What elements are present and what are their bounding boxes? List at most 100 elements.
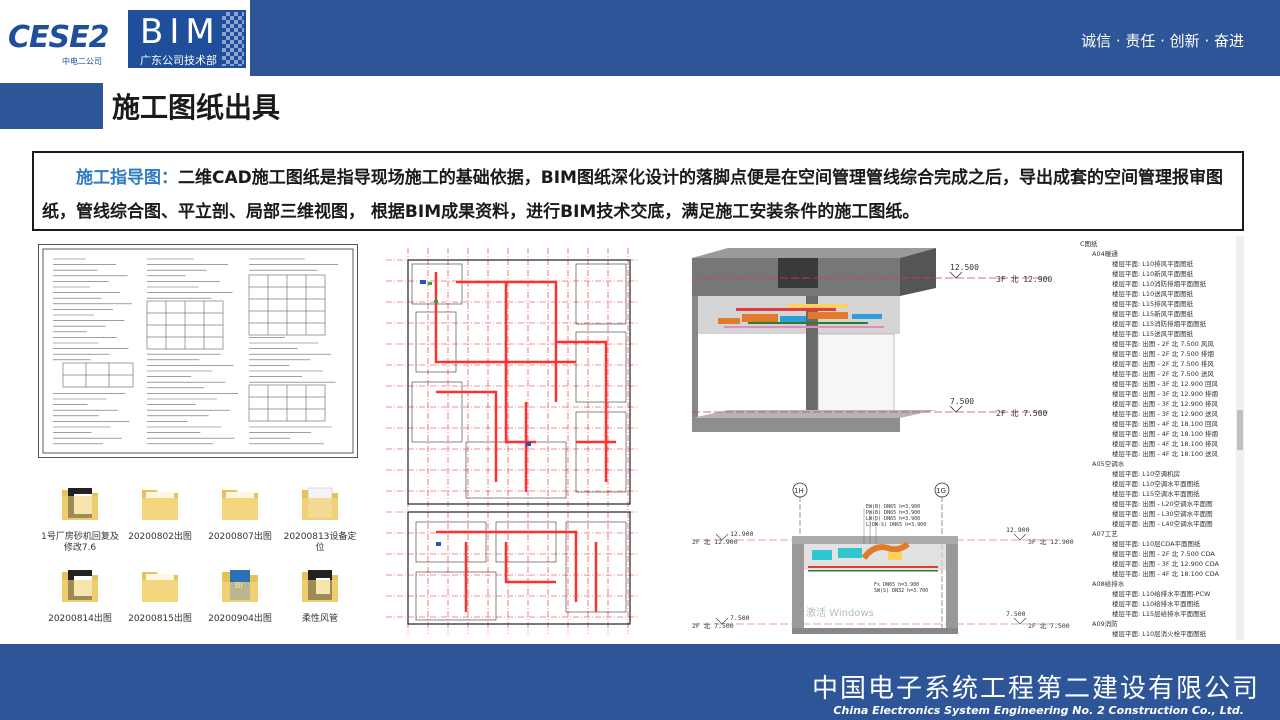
folder-document-icon bbox=[302, 487, 338, 520]
folder-label: 20200807出图 bbox=[208, 532, 272, 542]
tree-item[interactable]: 楼层平面: 出图 - 2F 北 7.500 排风 bbox=[1112, 360, 1214, 368]
tree-root[interactable]: C图纸 bbox=[1080, 240, 1098, 248]
tree-item[interactable]: 楼层平面: L10层CDA平面图纸 bbox=[1112, 540, 1201, 548]
tree-group[interactable]: A04暖通 bbox=[1092, 250, 1118, 258]
tree-item[interactable]: 楼层平面: 出图 - L20空调水平面图 bbox=[1112, 500, 1213, 508]
description-box: 施工指导图：二维CAD施工图纸是指导现场施工的基础依据，BIM图纸深化设计的落脚… bbox=[32, 151, 1244, 231]
svg-text:Fs DN65 h=3.900: Fs DN65 h=3.900 bbox=[874, 582, 919, 588]
folder-label: 20200813设备定位 bbox=[283, 532, 357, 553]
tree-item[interactable]: 楼层平面: 出图 - L30空调水平面图 bbox=[1112, 510, 1213, 518]
company-logo: CESE2 中电二公司 BIM 广东公司技术部 bbox=[0, 0, 250, 76]
folder-icon bbox=[142, 572, 178, 602]
folder-label: 柔性风管 bbox=[301, 614, 338, 624]
folder-item[interactable]: 20200813设备定位 bbox=[280, 478, 360, 554]
svg-text:EW(B) DN65 h=3.900: EW(B) DN65 h=3.900 bbox=[866, 504, 920, 510]
tree-item[interactable]: 楼层平面: L15新风平面图纸 bbox=[1112, 310, 1194, 318]
tree-item[interactable]: 楼层平面: 出图 - 2F 北 7.500 风风 bbox=[1112, 340, 1214, 348]
folder-item[interactable]: BI 20200904出图 bbox=[200, 560, 280, 636]
tree-item[interactable]: 楼层平面: L10空调机房 bbox=[1112, 470, 1181, 478]
tree-item[interactable]: 楼层平面: L10空调水平面图纸 bbox=[1112, 480, 1200, 488]
folder-item[interactable]: 20200814出图 bbox=[40, 560, 120, 636]
tree-group[interactable]: A05空调水 bbox=[1092, 460, 1125, 468]
tree-item[interactable]: 楼层平面: L15空调水平面图纸 bbox=[1112, 490, 1200, 498]
design-notes-graphic bbox=[42, 248, 354, 454]
description-body: 二维CAD施工图纸是指导现场施工的基础依据，BIM图纸深化设计的落脚点便是在空间… bbox=[42, 168, 1223, 222]
elev-right-bottom: 7.500 bbox=[1006, 610, 1026, 618]
section-level-bottom-1: 7.500 bbox=[950, 397, 974, 406]
folder-item[interactable]: 1号厂房砂机回复及修改7.6 bbox=[40, 478, 120, 554]
svg-text:SW(S) DN32 h=3.700: SW(S) DN32 h=3.700 bbox=[874, 588, 928, 594]
company-name-en: China Electronics System Engineering No.… bbox=[833, 704, 1244, 717]
tree-item[interactable]: 楼层平面: 出图 - 2F 北 7.500 排烟 bbox=[1112, 350, 1214, 358]
tree-item[interactable]: 楼层平面: L10给排水平面图-PCW bbox=[1112, 590, 1211, 598]
folder-item[interactable]: 20200807出图 bbox=[200, 478, 280, 554]
elev-right-top-b: 3F 北 12.900 bbox=[1028, 538, 1074, 546]
tree-item[interactable]: 楼层平面: L10给排水平面图纸 bbox=[1112, 600, 1200, 608]
tree-item[interactable]: 楼层平面: 出图 - 3F 北 12.900 回风 bbox=[1112, 380, 1219, 388]
folder-dark-icon bbox=[302, 570, 338, 602]
folder-icon bbox=[142, 490, 178, 520]
tree-item[interactable]: 楼层平面: 出图 - 3F 北 12.900 CDA bbox=[1112, 560, 1219, 568]
tree-item[interactable]: 楼层平面: L10层消火栓平面图纸 bbox=[1112, 630, 1207, 638]
tree-item[interactable]: 楼层平面: 出图 - 3F 北 12.900 排烟 bbox=[1112, 390, 1219, 398]
folder-item[interactable]: 柔性风管 bbox=[280, 560, 360, 636]
folder-grid: 1号厂房砂机回复及修改7.6 20200802出图 20200807出图 202… bbox=[40, 478, 370, 638]
folder-icon bbox=[222, 490, 258, 520]
folder-label: 1号厂房砂机回复及修改7.6 bbox=[41, 532, 119, 553]
grid-label-b: 1G bbox=[936, 487, 946, 495]
tree-item[interactable]: 楼层平面: L15排风平面图纸 bbox=[1112, 300, 1194, 308]
folder-item[interactable]: 20200815出图 bbox=[120, 560, 200, 636]
cad-floor-plan bbox=[376, 242, 646, 640]
elev-right-bottom-b: 2F 北 7.500 bbox=[1028, 622, 1070, 630]
elev-left-top: 2F 北 12.900 bbox=[692, 538, 738, 546]
design-notes-drawing bbox=[38, 244, 358, 458]
checker-pattern-icon bbox=[222, 12, 244, 66]
folder-dark-icon bbox=[62, 570, 98, 602]
bim-logo-subtext: 广东公司技术部 bbox=[140, 54, 217, 67]
tree-item[interactable]: 楼层平面: L15消防排烟平面图纸 bbox=[1112, 320, 1207, 328]
folder-label: 20200802出图 bbox=[128, 532, 192, 542]
tree-group[interactable]: A08给排水 bbox=[1092, 580, 1125, 588]
tree-item[interactable]: 楼层平面: 出图 - 3F 北 12.900 排风 bbox=[1112, 400, 1219, 408]
folder-item[interactable]: 20200802出图 bbox=[120, 478, 200, 554]
elev-left-bottom-val: 7.500 bbox=[730, 614, 750, 622]
tree-item[interactable]: 楼层平面: 出图 - 4F 北 18.100 排风 bbox=[1112, 440, 1219, 448]
elevation-section-view: 1H 1G EW(B) DN65 h=3.900 PW(B) DN65 h=3.… bbox=[688, 478, 1074, 640]
tree-item[interactable]: 楼层平面: 出图 - 4F 北 18.100 送风 bbox=[1112, 450, 1219, 458]
tree-item[interactable]: 楼层平面: 出图 - 2F 北 7.500 送风 bbox=[1112, 370, 1214, 378]
header-slogan: 诚信 · 责任 · 创新 · 奋进 bbox=[1081, 32, 1244, 50]
elev-left-top-val: 12.900 bbox=[730, 530, 754, 538]
tree-item[interactable]: 楼层平面: 出图 - 4F 北 18.100 CDA bbox=[1112, 570, 1219, 578]
title-accent-bar bbox=[0, 83, 103, 129]
tree-item[interactable]: 楼层平面: L15送风平面图纸 bbox=[1112, 330, 1194, 338]
folder-bim-icon: BI bbox=[222, 570, 258, 602]
bim-logo: BIM 广东公司技术部 bbox=[128, 10, 246, 68]
tree-item[interactable]: 楼层平面: 出图 - 2F 北 7.500 CDA bbox=[1112, 550, 1215, 558]
windows-watermark: 激活 Windows bbox=[806, 606, 874, 619]
svg-text:LW(D) DN65 h=3.900: LW(D) DN65 h=3.900 bbox=[866, 516, 920, 522]
section-3d-view: 12.500 3F 北 12.900 7.500 2F 北 7.500 bbox=[688, 242, 1064, 438]
tree-group[interactable]: A07工艺 bbox=[1092, 530, 1118, 538]
elev-right-top: 12.900 bbox=[1006, 526, 1030, 534]
tree-item[interactable]: 楼层平面: 出图 - 4F 北 18.100 排烟 bbox=[1112, 430, 1219, 438]
elev-left-bottom: 2F 北 7.500 bbox=[692, 622, 734, 630]
tree-item[interactable]: 楼层平面: L15层给排水平面图纸 bbox=[1112, 610, 1207, 618]
footer-bar: 中国电子系统工程第二建设有限公司 China Electronics Syste… bbox=[0, 644, 1280, 720]
tree-item[interactable]: 楼层平面: 出图 - 4F 北 18.100 回风 bbox=[1112, 420, 1219, 428]
section-level-top-1: 12.500 bbox=[950, 263, 979, 272]
tree-item[interactable]: 楼层平面: L10送风平面图纸 bbox=[1112, 290, 1194, 298]
tree-group[interactable]: A09消防 bbox=[1092, 620, 1118, 628]
tree-item[interactable]: 楼层平面: L10消防排烟平面图纸 bbox=[1112, 280, 1207, 288]
cese-logo-subtext: 中电二公司 bbox=[62, 57, 102, 66]
tree-item[interactable]: 楼层平面: L10排风平面图纸 bbox=[1112, 260, 1194, 268]
tree-item[interactable]: 楼层平面: L10新风平面图纸 bbox=[1112, 270, 1194, 278]
bim-logo-text: BIM bbox=[140, 12, 221, 52]
tree-item[interactable]: 楼层平面: 出图 - 3F 北 12.900 送风 bbox=[1112, 410, 1219, 418]
folder-dark-icon bbox=[62, 488, 98, 520]
folder-label: 20200814出图 bbox=[48, 614, 112, 624]
tree-item[interactable]: 楼层平面: 出图 - L40空调水平面图 bbox=[1112, 520, 1213, 528]
tree-scrollbar-thumb[interactable] bbox=[1237, 410, 1243, 450]
cese-logo-text: CESE2 bbox=[8, 20, 109, 55]
folder-label: 20200904出图 bbox=[208, 614, 272, 624]
